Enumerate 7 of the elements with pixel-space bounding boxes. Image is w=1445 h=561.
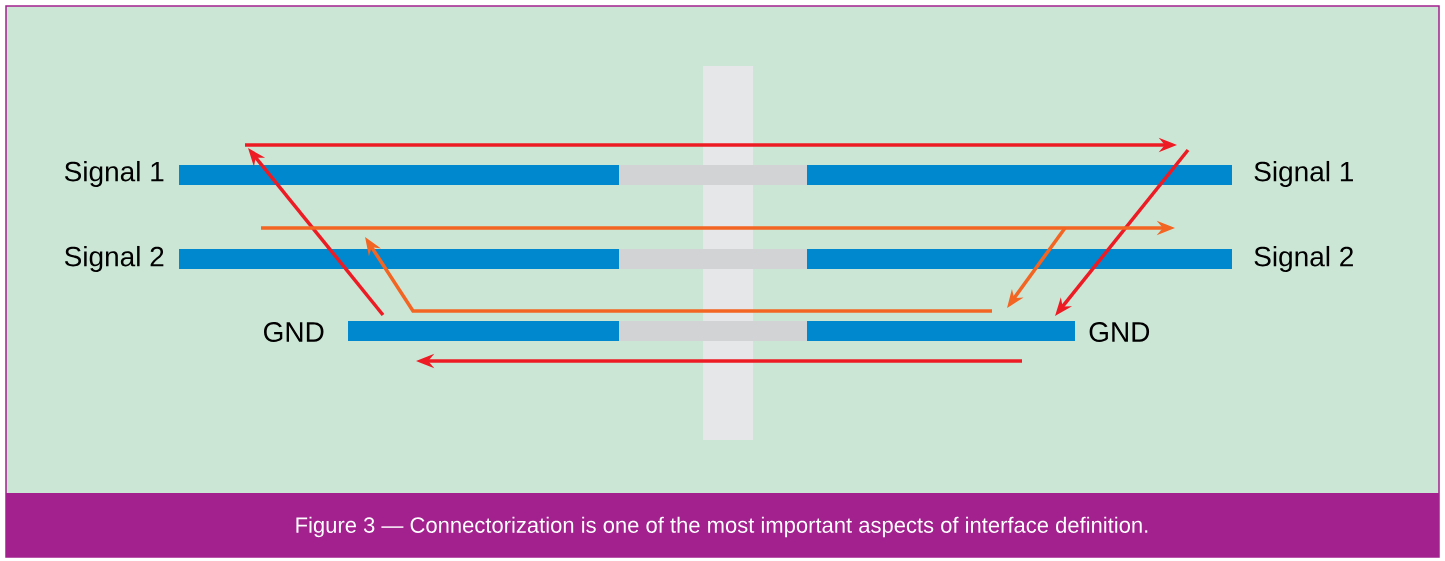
- caption-bar: Figure 3 — Connectorization is one of the most important aspects of interface definition.: [6, 493, 1439, 557]
- signal-label: Signal 1: [1254, 160, 1353, 188]
- signal-label: GND: [1089, 322, 1150, 342]
- signal-label: Signal 1: [64, 160, 164, 188]
- signal-label: GND: [264, 322, 324, 342]
- signal-label: Signal 2: [1254, 245, 1353, 273]
- signal-label: Signal 2: [64, 245, 164, 273]
